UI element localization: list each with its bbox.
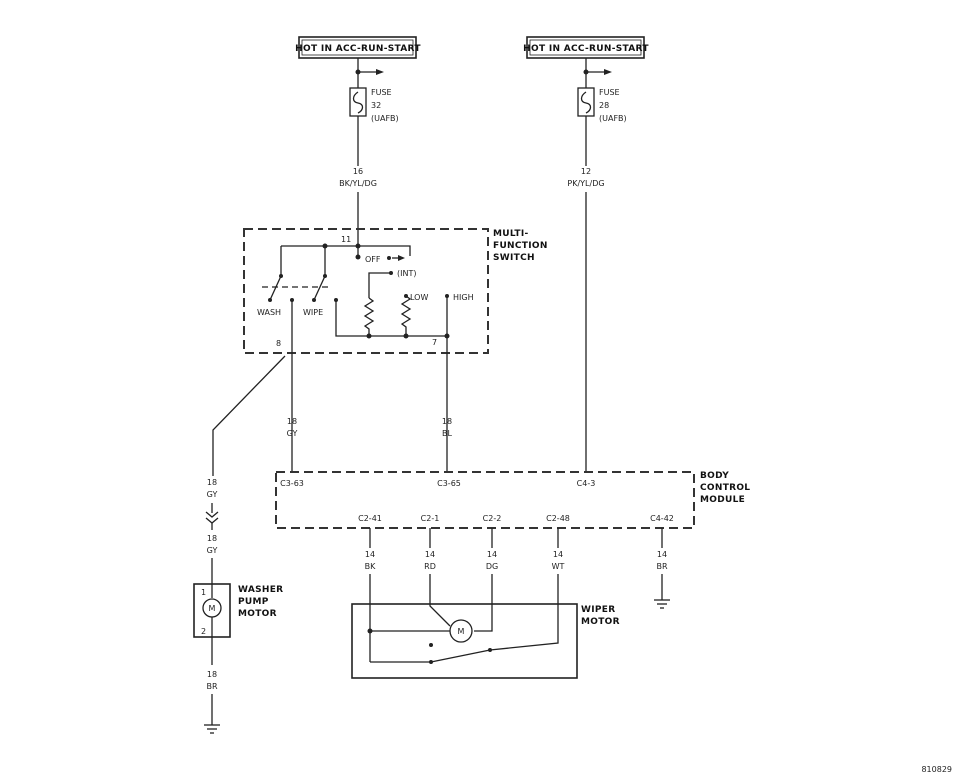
wire-fuse32-gauge: 16 [353, 167, 363, 176]
wire-washer-gauge-1: 18 [207, 478, 217, 487]
fuse-28-number: 28 [599, 101, 609, 110]
hot-label-right: HOT IN ACC-RUN-START [523, 44, 649, 54]
wire-high-gauge: 18 [442, 417, 452, 426]
fuse-32-label: FUSE [371, 88, 392, 97]
fuse-32-location: (UAFB) [371, 114, 399, 123]
mfs-label-low: LOW [410, 293, 428, 302]
mfs-title-line2: FUNCTION [493, 241, 548, 251]
wire-washer-ground-color: BR [206, 682, 217, 691]
fuse-32-number: 32 [371, 101, 381, 110]
washer-motor-m: M [209, 604, 216, 613]
mfs-pin-8: 8 [276, 339, 281, 348]
wire-bk-color: BK [365, 562, 376, 571]
bcm-pin-c2-48: C2-48 [546, 514, 570, 523]
wiper-motor-title-line1: WIPER [581, 605, 615, 615]
wire-dg-gauge: 14 [487, 550, 497, 559]
bcm-pin-c4-3: C4-3 [577, 479, 596, 488]
mfs-label-wipe: WIPE [303, 308, 323, 317]
wire-washer-gauge-2: 18 [207, 534, 217, 543]
washer-title-line1: WASHER [238, 585, 283, 595]
ground-icon-washer [204, 724, 220, 734]
wire-washer-ground-gauge: 18 [207, 670, 217, 679]
mfs-label-off: OFF [365, 255, 381, 264]
bcm-pin-c4-42: C4-42 [650, 514, 674, 523]
wire-br-color: BR [656, 562, 667, 571]
wire-washer-color-2: GY [207, 546, 218, 555]
washer-pin-2: 2 [201, 627, 206, 636]
wire-bk-gauge: 14 [365, 550, 375, 559]
wire-rd-color: RD [424, 562, 436, 571]
mfs-pin-7: 7 [432, 338, 437, 347]
wire-wipe-gauge: 18 [287, 417, 297, 426]
wire-high-color: BL [442, 429, 452, 438]
washer-pin-1: 1 [201, 588, 206, 597]
bcm-pin-c2-41: C2-41 [358, 514, 382, 523]
power-source-right: HOT IN ACC-RUN-START [523, 36, 649, 59]
bcm-pin-c3-63: C3-63 [280, 479, 304, 488]
figure-id: 810829 [921, 765, 952, 774]
wire-br-gauge: 14 [657, 550, 667, 559]
fuse-32 [349, 87, 367, 117]
hot-label-left: HOT IN ACC-RUN-START [295, 44, 421, 54]
mfs-label-int: (INT) [397, 269, 416, 278]
bcm-title-line3: MODULE [700, 495, 745, 505]
wire-wt-gauge: 14 [553, 550, 563, 559]
washer-title-line3: MOTOR [238, 609, 277, 619]
mfs-pin-11: 11 [341, 235, 351, 244]
bcm-title-line1: BODY [700, 471, 729, 481]
bcm-pin-c2-2: C2-2 [483, 514, 502, 523]
wire-fuse32-color: BK/YL/DG [339, 179, 377, 188]
power-source-left: HOT IN ACC-RUN-START [295, 36, 421, 59]
wire-fuse28-color: PK/YL/DG [567, 179, 604, 188]
wire-wipe-color: GY [287, 429, 298, 438]
bcm-title-line2: CONTROL [700, 483, 750, 493]
wire-dg-color: DG [486, 562, 498, 571]
wiper-motor-icon [449, 619, 473, 643]
inline-connector-icon [205, 511, 219, 524]
washer-title-line2: PUMP [238, 597, 269, 607]
mfs-title-line3: SWITCH [493, 253, 535, 263]
wire-wt-color: WT [552, 562, 565, 571]
mfs-label-wash: WASH [257, 308, 281, 317]
fuse-28-label: FUSE [599, 88, 620, 97]
multi-function-switch-box [243, 228, 489, 354]
wire-washer-color-1: GY [207, 490, 218, 499]
fuse-28 [577, 87, 595, 117]
wiper-motor-title-line2: MOTOR [581, 617, 620, 627]
wiper-motor-box [351, 603, 578, 679]
ground-icon-bcm [654, 599, 670, 609]
mfs-title-line1: MULTI- [493, 229, 529, 239]
fuse-28-location: (UAFB) [599, 114, 627, 123]
bcm-pin-c2-1: C2-1 [421, 514, 440, 523]
bcm-pin-c3-65: C3-65 [437, 479, 461, 488]
mfs-internal-wiring [262, 243, 450, 345]
mfs-label-high: HIGH [453, 293, 474, 302]
wire-rd-gauge: 14 [425, 550, 435, 559]
wiper-motor-internals: M [367, 619, 492, 664]
wiper-motor-m: M [458, 627, 465, 636]
wire-fuse28-gauge: 12 [581, 167, 591, 176]
